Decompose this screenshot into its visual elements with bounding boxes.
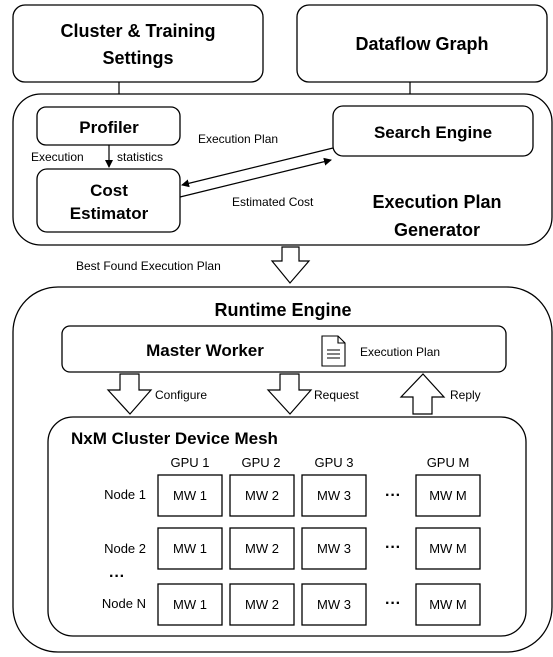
mesh-cell-label: MW M	[429, 488, 467, 503]
column-ellipsis: ···	[385, 539, 401, 556]
mesh-cell-label: MW 3	[317, 488, 351, 503]
search-engine-label: Search Engine	[374, 123, 492, 142]
best-plan-label: Best Found Execution Plan	[76, 259, 221, 273]
mesh-cell-label: MW 1	[173, 597, 207, 612]
cluster-settings-line1: Cluster & Training	[60, 21, 215, 41]
column-ellipsis: ···	[385, 595, 401, 612]
mesh-cell-label: MW 1	[173, 488, 207, 503]
request-hollow-arrow	[266, 373, 313, 415]
cost-to-search-arrow	[179, 157, 332, 198]
mesh-cell	[157, 527, 223, 570]
column-ellipsis: ···	[385, 487, 401, 504]
mesh-cell-label: MW M	[429, 541, 467, 556]
gpu-header-m: GPU M	[427, 455, 470, 470]
mesh-cell	[157, 583, 223, 626]
generator-title-line2: Generator	[394, 220, 480, 240]
mesh-cell	[229, 474, 295, 517]
search-engine-box	[332, 105, 534, 157]
node-label-1: Node 1	[104, 487, 146, 502]
mesh-cell-label: MW M	[429, 597, 467, 612]
request-label: Request	[314, 388, 359, 402]
cluster-settings-box	[12, 4, 264, 83]
mesh-cell-label: MW 1	[173, 541, 207, 556]
dataflow-graph-box	[296, 4, 548, 83]
profiler-label: Profiler	[79, 118, 139, 137]
best-plan-hollow-arrow	[270, 246, 311, 284]
execution-plan-arrow-label: Execution Plan	[198, 132, 278, 146]
generator-title-line1: Execution Plan	[372, 192, 501, 212]
mesh-cell	[229, 527, 295, 570]
mesh-cell-label: MW 3	[317, 597, 351, 612]
runtime-engine-title: Runtime Engine	[214, 300, 351, 320]
execution-statistics-label-left: Execution	[31, 150, 84, 164]
mesh-cell-label: MW 2	[245, 597, 279, 612]
cost-estimator-box	[36, 168, 181, 233]
reply-hollow-arrow	[399, 373, 446, 415]
mesh-cell	[301, 527, 367, 570]
device-mesh-container	[47, 416, 527, 637]
master-worker-label: Master Worker	[146, 341, 264, 360]
gpu-header-1: GPU 1	[170, 455, 209, 470]
master-execution-plan-label: Execution Plan	[360, 345, 440, 359]
cost-estimator-line1: Cost	[90, 181, 128, 200]
cluster-settings-line2: Settings	[102, 48, 173, 68]
device-mesh-title: NxM Cluster Device Mesh	[71, 429, 278, 448]
cost-estimator-line2: Estimator	[70, 204, 149, 223]
mesh-cell	[301, 474, 367, 517]
mesh-cell	[415, 474, 481, 517]
execution-statistics-label-right: statistics	[117, 150, 163, 164]
gpu-header-2: GPU 2	[241, 455, 280, 470]
estimated-cost-label: Estimated Cost	[232, 195, 314, 209]
mesh-cell-label: MW 2	[245, 488, 279, 503]
node-label-n: Node N	[102, 596, 146, 611]
configure-hollow-arrow	[106, 373, 153, 415]
mesh-cell	[157, 474, 223, 517]
row-ellipsis: ···	[109, 568, 125, 585]
mesh-cell	[415, 527, 481, 570]
mesh-cell	[301, 583, 367, 626]
node-label-2: Node 2	[104, 541, 146, 556]
document-icon	[321, 335, 346, 367]
search-to-cost-arrow	[181, 147, 334, 188]
gpu-header-3: GPU 3	[314, 455, 353, 470]
master-worker-box	[61, 325, 507, 373]
configure-label: Configure	[155, 388, 207, 402]
mesh-cell-label: MW 2	[245, 541, 279, 556]
mesh-cell-label: MW 3	[317, 541, 351, 556]
reply-label: Reply	[450, 388, 481, 402]
mesh-cell	[229, 583, 295, 626]
dataflow-graph-label: Dataflow Graph	[355, 34, 488, 54]
mesh-cell	[415, 583, 481, 626]
